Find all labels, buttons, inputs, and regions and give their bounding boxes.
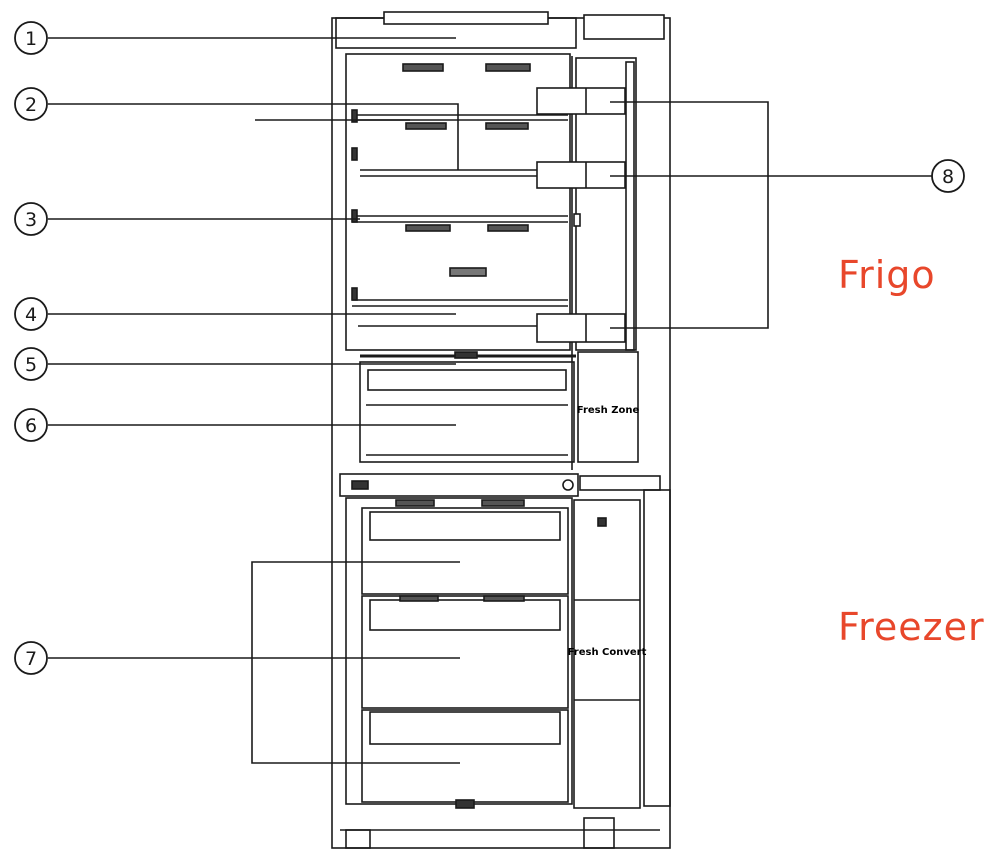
door-bin-top	[536, 87, 626, 115]
fridge-zone-label: Frigo	[838, 253, 936, 297]
top-hinge	[583, 14, 665, 40]
door-bin-middle	[536, 161, 626, 189]
callout-8	[931, 159, 965, 193]
callout-7-number: 7	[25, 648, 37, 670]
leader-2	[48, 103, 459, 170]
callout-3-number: 3	[25, 209, 37, 231]
fresh-convert-text: Fresh Convert	[568, 647, 647, 658]
freezer-door-panel	[573, 499, 641, 809]
cabinet-outline	[331, 17, 671, 849]
callout-5	[14, 347, 48, 381]
callout-2	[14, 87, 48, 121]
shelf-1-vent-right	[485, 122, 529, 130]
fridge-light-left	[402, 63, 444, 72]
callout-4	[14, 297, 48, 331]
callout-8-number: 8	[942, 166, 954, 188]
callout-1-number: 1	[25, 28, 37, 50]
callout-6	[14, 408, 48, 442]
callout-6-number: 6	[25, 415, 37, 437]
shelf-3-vent-right	[487, 224, 529, 232]
shelf-3-vent-left	[405, 224, 451, 232]
top-control	[383, 11, 549, 25]
fresh-zone-drawer	[359, 361, 575, 463]
callout-2-number: 2	[25, 94, 37, 116]
freezer-zone-label: Freezer	[838, 605, 985, 649]
callout-5-number: 5	[25, 354, 37, 376]
leader-8	[610, 101, 769, 329]
fan-grille	[449, 267, 487, 277]
fresh-zone-door-panel	[577, 351, 639, 463]
freezer-drawer-top	[361, 507, 569, 595]
shelf-1-vent-left	[405, 122, 447, 130]
callout-1	[14, 21, 48, 55]
callout-4-number: 4	[25, 304, 37, 326]
callout-7	[14, 641, 48, 675]
fridge-light-right	[485, 63, 531, 72]
fresh-zone-text: Fresh Zone	[577, 405, 640, 416]
callout-3	[14, 202, 48, 236]
fridge-interior	[345, 53, 571, 351]
compartment-divider	[339, 473, 579, 497]
leader-7	[251, 561, 460, 764]
freezer-drawer-middle	[361, 595, 569, 709]
